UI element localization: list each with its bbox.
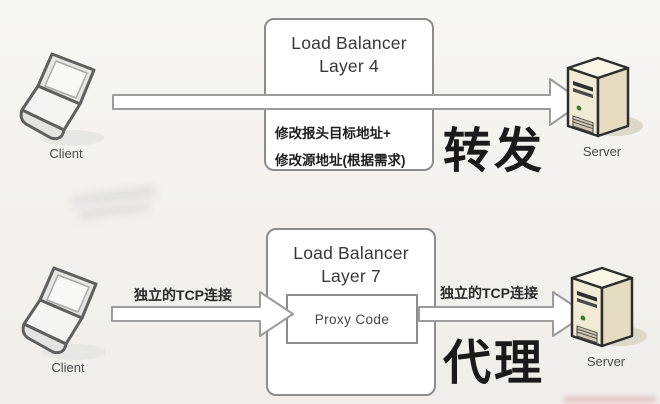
tcp-label-right: 独立的TCP连接 xyxy=(440,285,538,301)
server-label: Server xyxy=(586,354,626,369)
block-arrow-right-icon xyxy=(112,78,584,126)
tcp-label-left: 独立的TCP连接 xyxy=(134,287,232,303)
l4-note-line2: 修改源地址(根据需求) xyxy=(275,153,406,168)
proxy-code-box: Proxy Code xyxy=(286,294,418,344)
laptop-icon xyxy=(19,52,104,146)
proxy-code-label: Proxy Code xyxy=(314,311,390,327)
l4-title-line1: Load Balancer xyxy=(291,33,407,53)
block-arrow-right-icon xyxy=(111,291,294,337)
client-label: Client xyxy=(49,146,83,161)
mode-label-proxy: 代理 xyxy=(443,337,546,390)
l4-note-line1: 修改报头目标地址+ xyxy=(275,126,391,141)
l4-box-title: Load Balancer Layer 4 xyxy=(266,20,432,78)
server-tower-icon xyxy=(570,266,647,348)
mode-label-forward: 转发 xyxy=(443,125,546,178)
server-tower-icon xyxy=(566,56,643,138)
laptop-icon xyxy=(21,266,106,360)
l4-notes: 修改报头目标地址+ 修改源地址(根据需求) xyxy=(275,120,406,174)
watermark-smudge xyxy=(564,396,656,403)
server-label: Server xyxy=(582,144,622,159)
block-arrow-right-icon xyxy=(418,291,587,337)
l7-box-title: Load Balancer Layer 7 xyxy=(268,230,434,288)
l7-title-line2: Layer 7 xyxy=(321,266,381,286)
l4-title-line2: Layer 4 xyxy=(319,56,379,76)
client-label: Client xyxy=(51,360,85,375)
l7-title-line1: Load Balancer xyxy=(293,243,409,263)
